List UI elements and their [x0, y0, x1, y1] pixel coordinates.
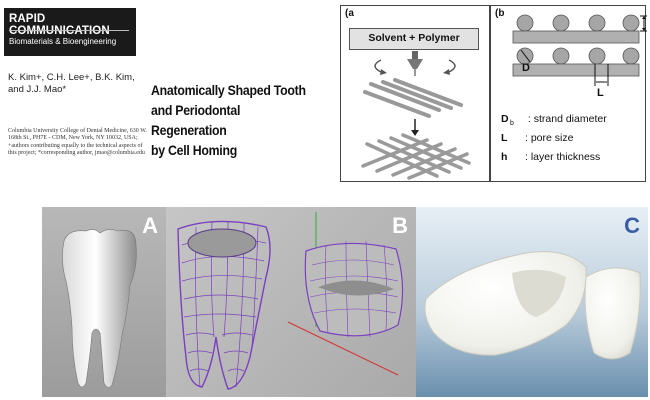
title-line: by Cell Homing [151, 142, 237, 158]
figure-panel-a: (a Solvent + Polymer [340, 5, 490, 182]
middle-layer-bar [512, 30, 640, 44]
middle-strand-row [516, 47, 640, 65]
legend-text: : strand diameter [527, 113, 607, 125]
nozzle-icon [407, 51, 423, 76]
photo-b-label: B [392, 213, 408, 238]
banner-divider [9, 30, 129, 31]
legend-symbol: h [501, 151, 508, 163]
l-dimension-arrow [594, 64, 609, 86]
bottom-layer-bar [512, 63, 640, 77]
rapid-communication-banner: RAPID COMMUNICATION Biomaterials & Bioen… [4, 8, 136, 56]
legend-symbol: D [501, 113, 509, 125]
small-scaffold [584, 267, 641, 360]
scaffold-cavity [512, 269, 566, 317]
rotate-right-arrow-icon [443, 59, 456, 75]
photo-printed-scaffolds: C [416, 207, 648, 397]
printing-process-diagram [361, 51, 471, 180]
affiliation-text: Columbia University College of Dental Me… [8, 128, 147, 156]
panel-a-label: (a [345, 8, 354, 19]
top-strand-row [516, 14, 640, 32]
title-line: Anatomically Shaped Tooth [151, 82, 306, 98]
parallel-strands [363, 78, 463, 118]
rotate-left-arrow-icon [374, 59, 387, 75]
tooth-image [62, 229, 137, 388]
down-arrow-icon [411, 119, 419, 136]
scaffold-cross-section-diagram [512, 14, 647, 86]
crossed-mesh [361, 133, 471, 180]
photo-c-label: C [624, 213, 640, 238]
photo-a-label: A [142, 213, 158, 238]
legend-row-layer: h : layer thickness [501, 151, 600, 163]
legend-symbol: L [501, 132, 508, 144]
d-label: D [522, 62, 530, 74]
large-scaffold [424, 251, 587, 356]
d-pointer-line [520, 49, 531, 63]
legend-text: : pore size [525, 132, 574, 144]
pulp-opening [187, 228, 257, 258]
photo-cad-wireframe: B [166, 207, 416, 397]
legend-text: : layer thickness [525, 151, 601, 163]
solvent-polymer-box: Solvent + Polymer [349, 28, 479, 50]
cad-wireframe-image [177, 212, 404, 390]
legend-subscript: b [510, 120, 514, 128]
legend-row-pore: L : pore size [501, 132, 573, 144]
panel-b-label: (b [495, 8, 505, 19]
crown-wireframe-right [304, 240, 404, 338]
figure-panel-b: (b [490, 5, 647, 182]
scaffold-photo-image [424, 251, 641, 360]
l-label: L [597, 87, 604, 99]
photo-tooth-model: A [42, 207, 166, 397]
legend-row-strand: Db : strand diameter [501, 113, 607, 127]
h-dimension-arrow [640, 15, 647, 32]
banner-subtitle: Biomaterials & Bioengineering [9, 37, 117, 46]
banner-title: RAPID COMMUNICATION [9, 13, 110, 37]
author-list: K. Kim+, C.H. Lee+, B.K. Kim, and J.J. M… [8, 72, 135, 95]
title-line: and Periodontal Regeneration [151, 102, 241, 138]
x-axis-line [287, 321, 399, 376]
paper-title: Anatomically Shaped Tooth and Periodonta… [151, 80, 314, 160]
